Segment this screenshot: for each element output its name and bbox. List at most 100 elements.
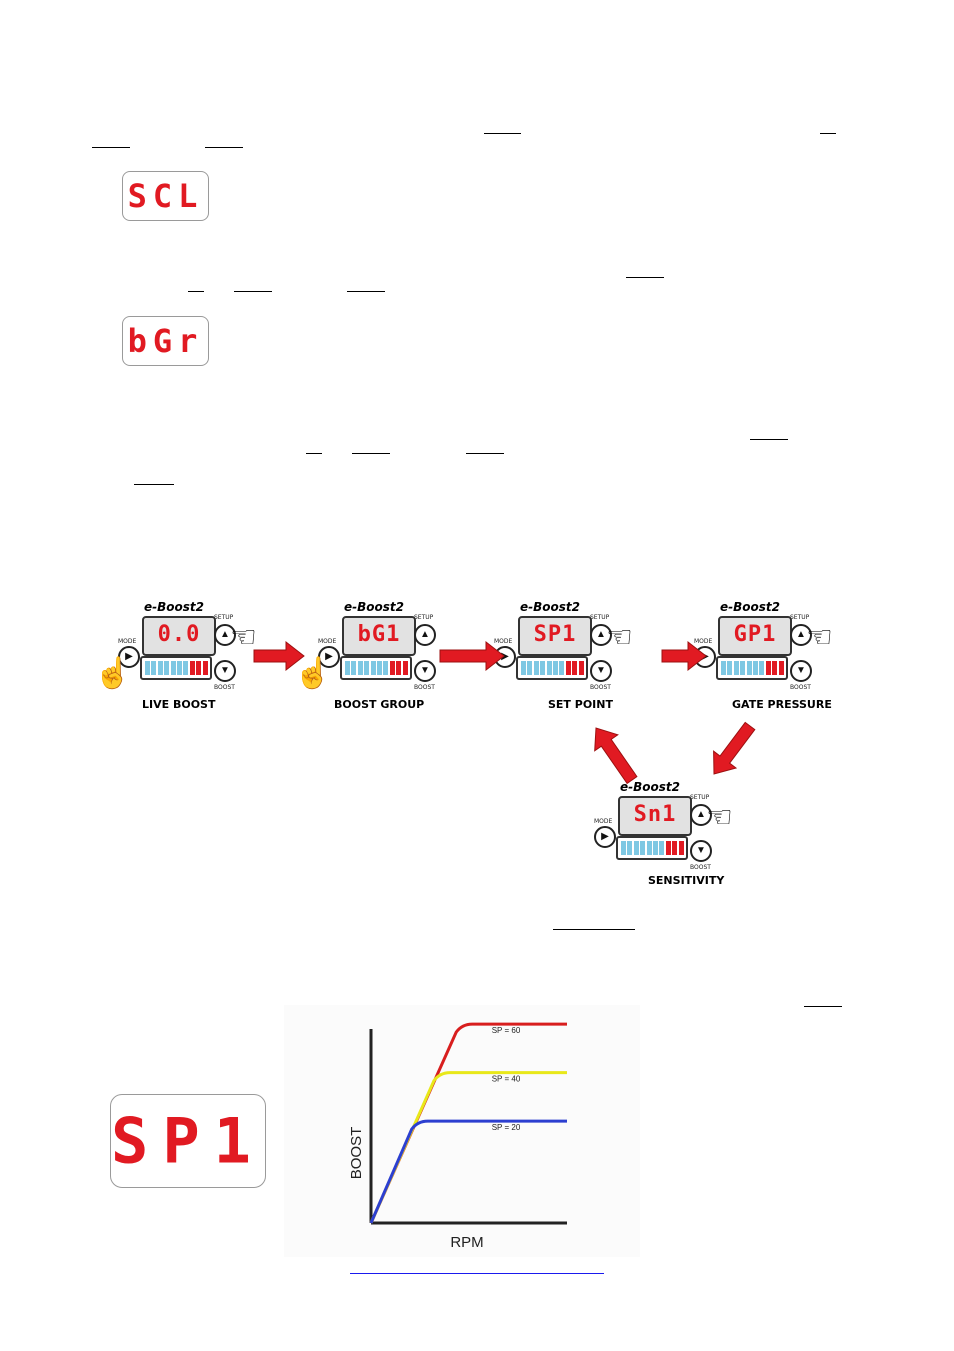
y-axis-label: BOOST: [348, 1127, 365, 1180]
bar-segment: [578, 661, 584, 675]
mode-button[interactable]: ▶: [318, 646, 340, 668]
pointing-hand-icon: ☝: [294, 657, 332, 690]
boost-bar-graph: [340, 656, 412, 680]
bar-segment: [157, 661, 163, 675]
mode-label: MODE: [318, 638, 337, 645]
bar-segment: [740, 661, 746, 675]
text-underline: [205, 147, 243, 148]
bar-segment: [189, 661, 195, 675]
device-caption: SET POINT: [548, 698, 613, 711]
boost-label: BOOST: [690, 864, 711, 871]
boost-bar-graph: [516, 656, 588, 680]
device-caption: LIVE BOOST: [142, 698, 216, 711]
setup-label: SETUP: [414, 614, 434, 621]
series-line: [369, 1119, 567, 1224]
bar-segment: [772, 661, 778, 675]
device-screen: Sn1: [618, 796, 692, 836]
setup-button[interactable]: ▲: [790, 624, 812, 646]
text-underline: [750, 439, 788, 440]
device-screen-text: bG1: [357, 622, 401, 647]
text-underline: [188, 291, 204, 292]
boost-bar-graph: [140, 656, 212, 680]
mode-label: MODE: [594, 818, 613, 825]
text-underline: [347, 291, 385, 292]
text-underline: [306, 453, 322, 454]
pointing-hand-icon: ☜: [230, 621, 257, 654]
setup-button[interactable]: ▲: [690, 804, 712, 826]
text-underline: [134, 484, 174, 485]
series-label: SP = 20: [492, 1123, 521, 1132]
device-screen: GP1: [718, 616, 792, 656]
bar-segment: [389, 661, 395, 675]
bar-segment: [565, 661, 571, 675]
bar-segment: [721, 661, 726, 675]
boost-button[interactable]: ▼: [690, 840, 712, 862]
bar-segment: [383, 661, 389, 675]
setup-label: SETUP: [690, 794, 710, 801]
boost-button[interactable]: ▼: [790, 660, 812, 682]
device-screen-text: GP1: [733, 622, 777, 647]
lcd-text: SCL: [127, 177, 204, 215]
setup-button[interactable]: ▲: [214, 624, 236, 646]
device-caption: SENSITIVITY: [648, 874, 725, 887]
mode-label: MODE: [694, 638, 713, 645]
text-underline: [466, 453, 504, 454]
lcd-text: bGr: [127, 322, 204, 360]
mode-button[interactable]: ▶: [118, 646, 140, 668]
boost-bar-graph: [616, 836, 688, 860]
series-label: SP = 40: [492, 1075, 521, 1084]
text-underline: [234, 291, 272, 292]
pointing-hand-icon: ☝: [94, 657, 132, 690]
eboost-logo: e-Boost2: [620, 780, 680, 794]
text-underline: [804, 1006, 842, 1007]
device-screen-text: SP1: [533, 622, 577, 647]
bar-segment: [659, 841, 665, 855]
mode-button[interactable]: ▶: [694, 646, 716, 668]
series-line: [369, 1022, 567, 1224]
eboost-logo: e-Boost2: [720, 600, 780, 614]
boost-button[interactable]: ▼: [590, 660, 612, 682]
mode-button[interactable]: ▶: [494, 646, 516, 668]
bar-segment: [527, 661, 533, 675]
bar-segment: [151, 661, 157, 675]
bar-segment: [640, 841, 646, 855]
text-underline: [553, 929, 635, 930]
link-underline[interactable]: [350, 1273, 604, 1274]
setup-button[interactable]: ▲: [414, 624, 436, 646]
bar-segment: [170, 661, 176, 675]
device-caption: BOOST GROUP: [334, 698, 425, 711]
text-underline: [484, 133, 521, 134]
lcd-display-sp1: SP1: [110, 1094, 266, 1188]
bar-segment: [357, 661, 363, 675]
setup-label: SETUP: [590, 614, 610, 621]
mode-button[interactable]: ▶: [594, 826, 616, 848]
mode-label: MODE: [118, 638, 137, 645]
device-screen: bG1: [342, 616, 416, 656]
lcd-text: SP1: [111, 1104, 265, 1178]
bar-segment: [546, 661, 552, 675]
boost-button[interactable]: ▼: [214, 660, 236, 682]
bar-segment: [145, 661, 150, 675]
boost-label: BOOST: [214, 684, 235, 691]
text-underline: [626, 277, 664, 278]
text-underline: [352, 453, 390, 454]
arrow-sensitivity-to-setpoint: [594, 727, 638, 785]
boost-label: BOOST: [790, 684, 811, 691]
device-screen-text: Sn1: [633, 802, 677, 827]
bar-segment: [402, 661, 408, 675]
bar-segment: [164, 661, 170, 675]
boost-button[interactable]: ▼: [414, 660, 436, 682]
bar-segment: [759, 661, 765, 675]
pointing-hand-icon: ☜: [606, 621, 633, 654]
mode-label: MODE: [494, 638, 513, 645]
bar-segment: [753, 661, 758, 675]
setup-button[interactable]: ▲: [590, 624, 612, 646]
x-axis-label: RPM: [450, 1234, 483, 1251]
arrow-gate-to-sensitivity: [713, 721, 756, 775]
bar-segment: [202, 661, 208, 675]
